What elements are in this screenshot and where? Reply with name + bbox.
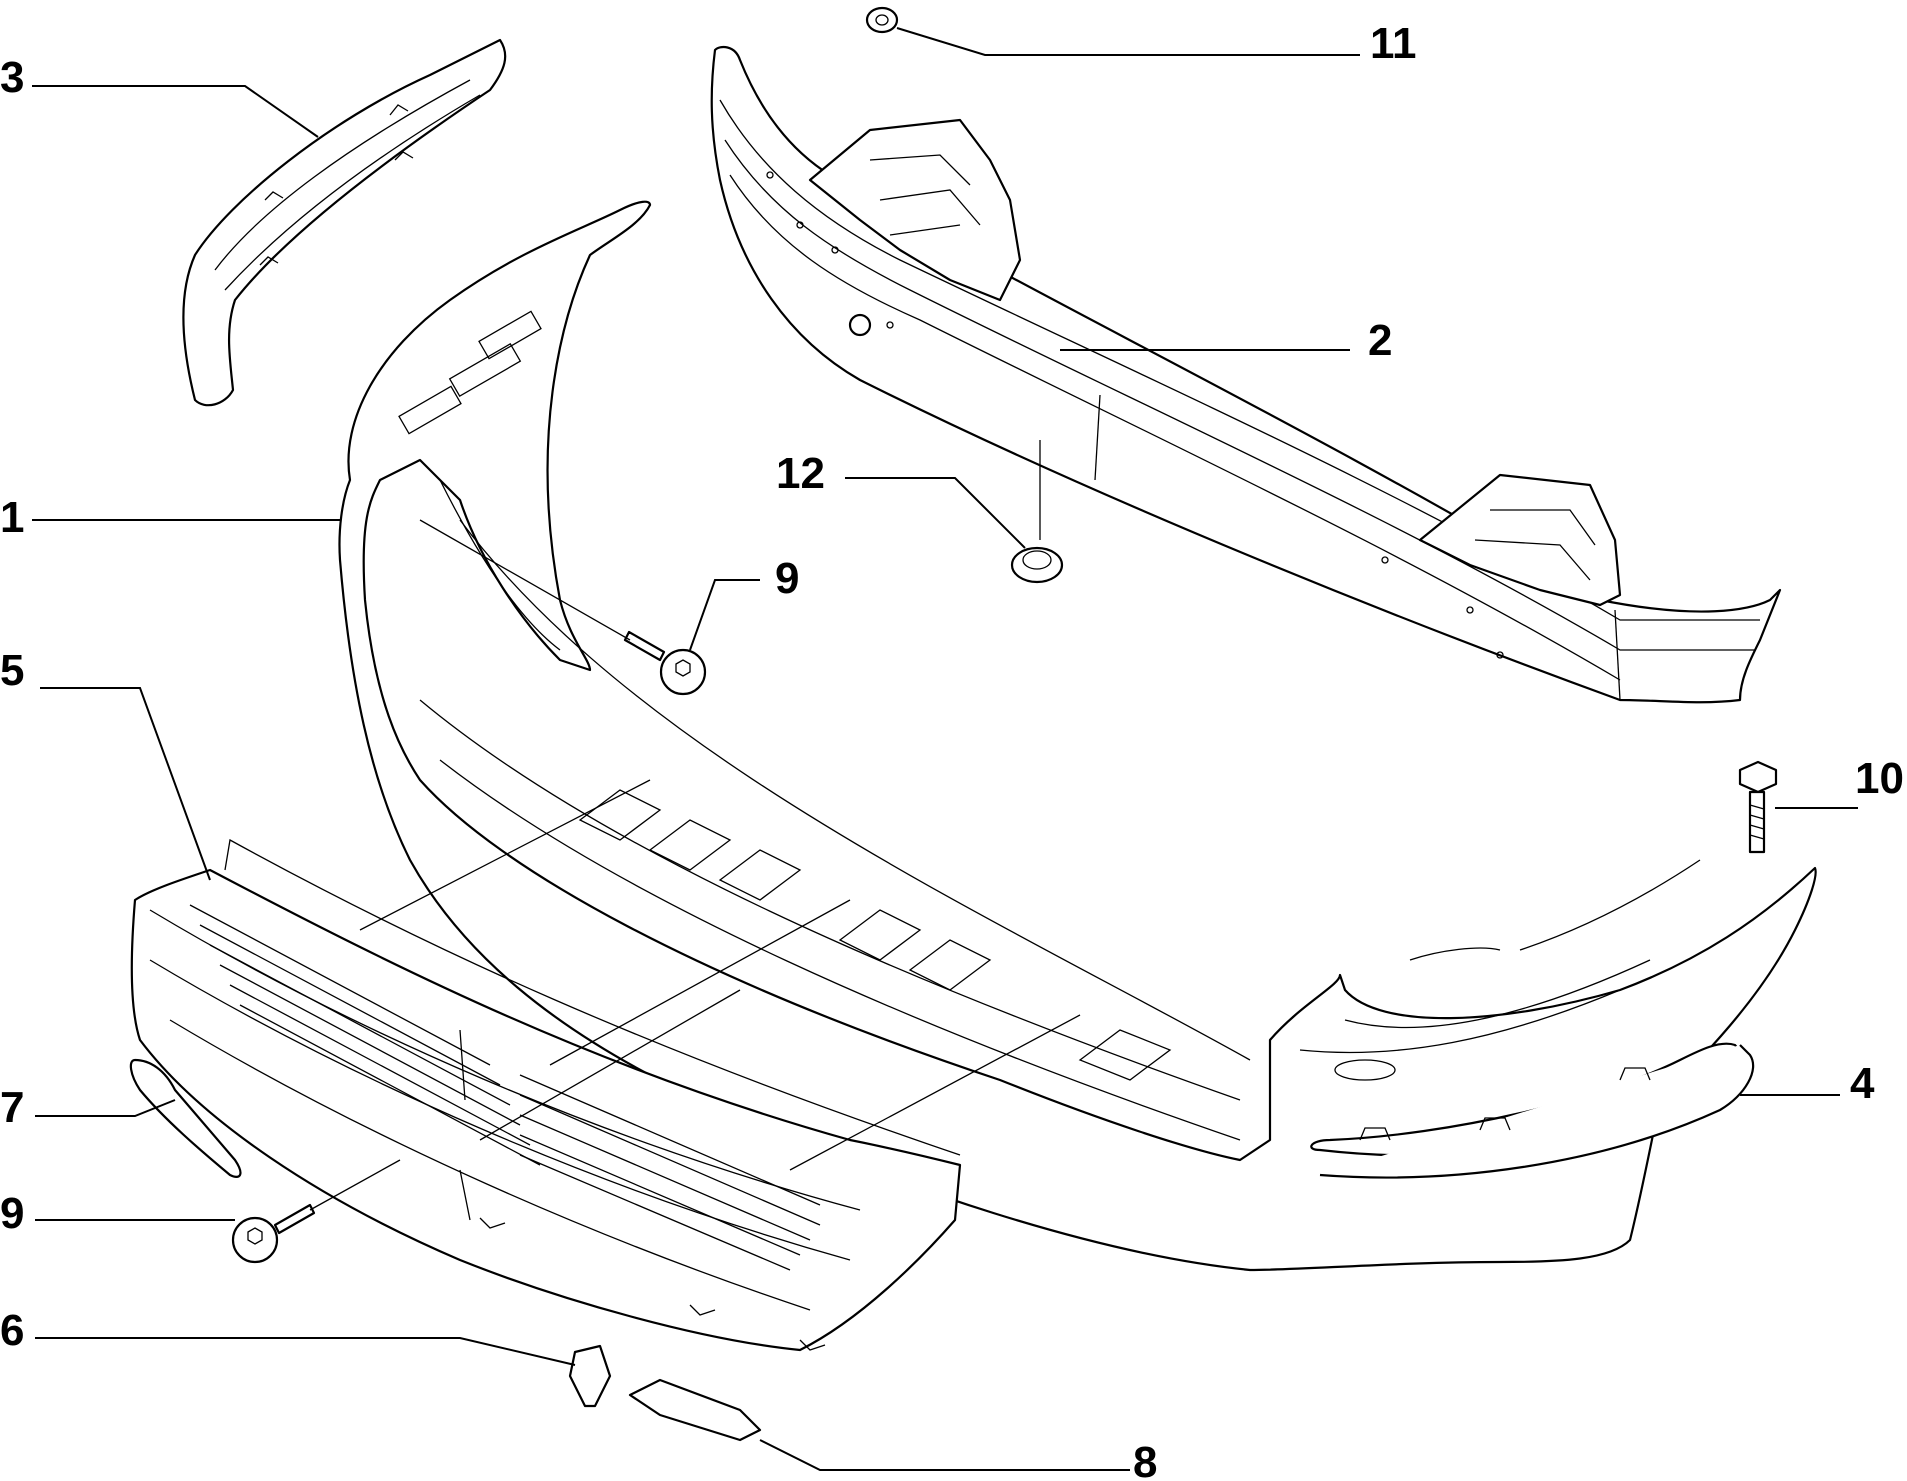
callout-10: 10 bbox=[1855, 754, 1904, 803]
leader-12 bbox=[845, 477, 1026, 549]
callout-3: 3 bbox=[0, 53, 24, 102]
part-12-grommet bbox=[1010, 546, 1064, 584]
callout-9-upper: 9 bbox=[775, 554, 799, 603]
part-3-upper-trim-strip bbox=[182, 38, 507, 407]
callout-4: 4 bbox=[1850, 1059, 1875, 1108]
part-2-reinforcement-beam bbox=[710, 45, 1782, 704]
part-6-clip bbox=[568, 1344, 612, 1408]
leader-6 bbox=[35, 1337, 576, 1366]
callout-9-lower: 9 bbox=[0, 1189, 24, 1238]
leader-9a bbox=[689, 579, 760, 651]
part-5-step-pad bbox=[130, 838, 962, 1352]
callout-2: 2 bbox=[1368, 316, 1392, 365]
callout-7: 7 bbox=[0, 1083, 24, 1132]
callout-12: 12 bbox=[776, 449, 825, 498]
part-4-lower-trim-strip bbox=[1310, 1042, 1755, 1179]
leader-7 bbox=[35, 1099, 176, 1117]
callout-8: 8 bbox=[1133, 1438, 1157, 1481]
leader-3 bbox=[32, 85, 319, 138]
part-11-nut bbox=[865, 6, 899, 34]
callout-labels: 1 2 3 4 5 6 7 8 9 9 10 11 12 bbox=[0, 19, 1904, 1481]
part-9-screw-lower bbox=[231, 1203, 316, 1264]
leader-lines bbox=[32, 27, 1858, 1471]
part-7-reflector bbox=[129, 1058, 242, 1178]
part-10-bolt bbox=[1738, 760, 1778, 854]
callout-6: 6 bbox=[0, 1306, 24, 1355]
part-9-screw-upper bbox=[623, 630, 707, 696]
callout-5: 5 bbox=[0, 646, 24, 695]
leader-5 bbox=[40, 687, 211, 881]
part-1-bumper-cover bbox=[338, 200, 1817, 1272]
leader-8 bbox=[759, 1439, 1130, 1471]
part-8-cover-strip bbox=[628, 1378, 762, 1442]
callout-1: 1 bbox=[0, 493, 24, 542]
callout-11: 11 bbox=[1370, 19, 1417, 68]
leader-11 bbox=[896, 27, 1360, 56]
